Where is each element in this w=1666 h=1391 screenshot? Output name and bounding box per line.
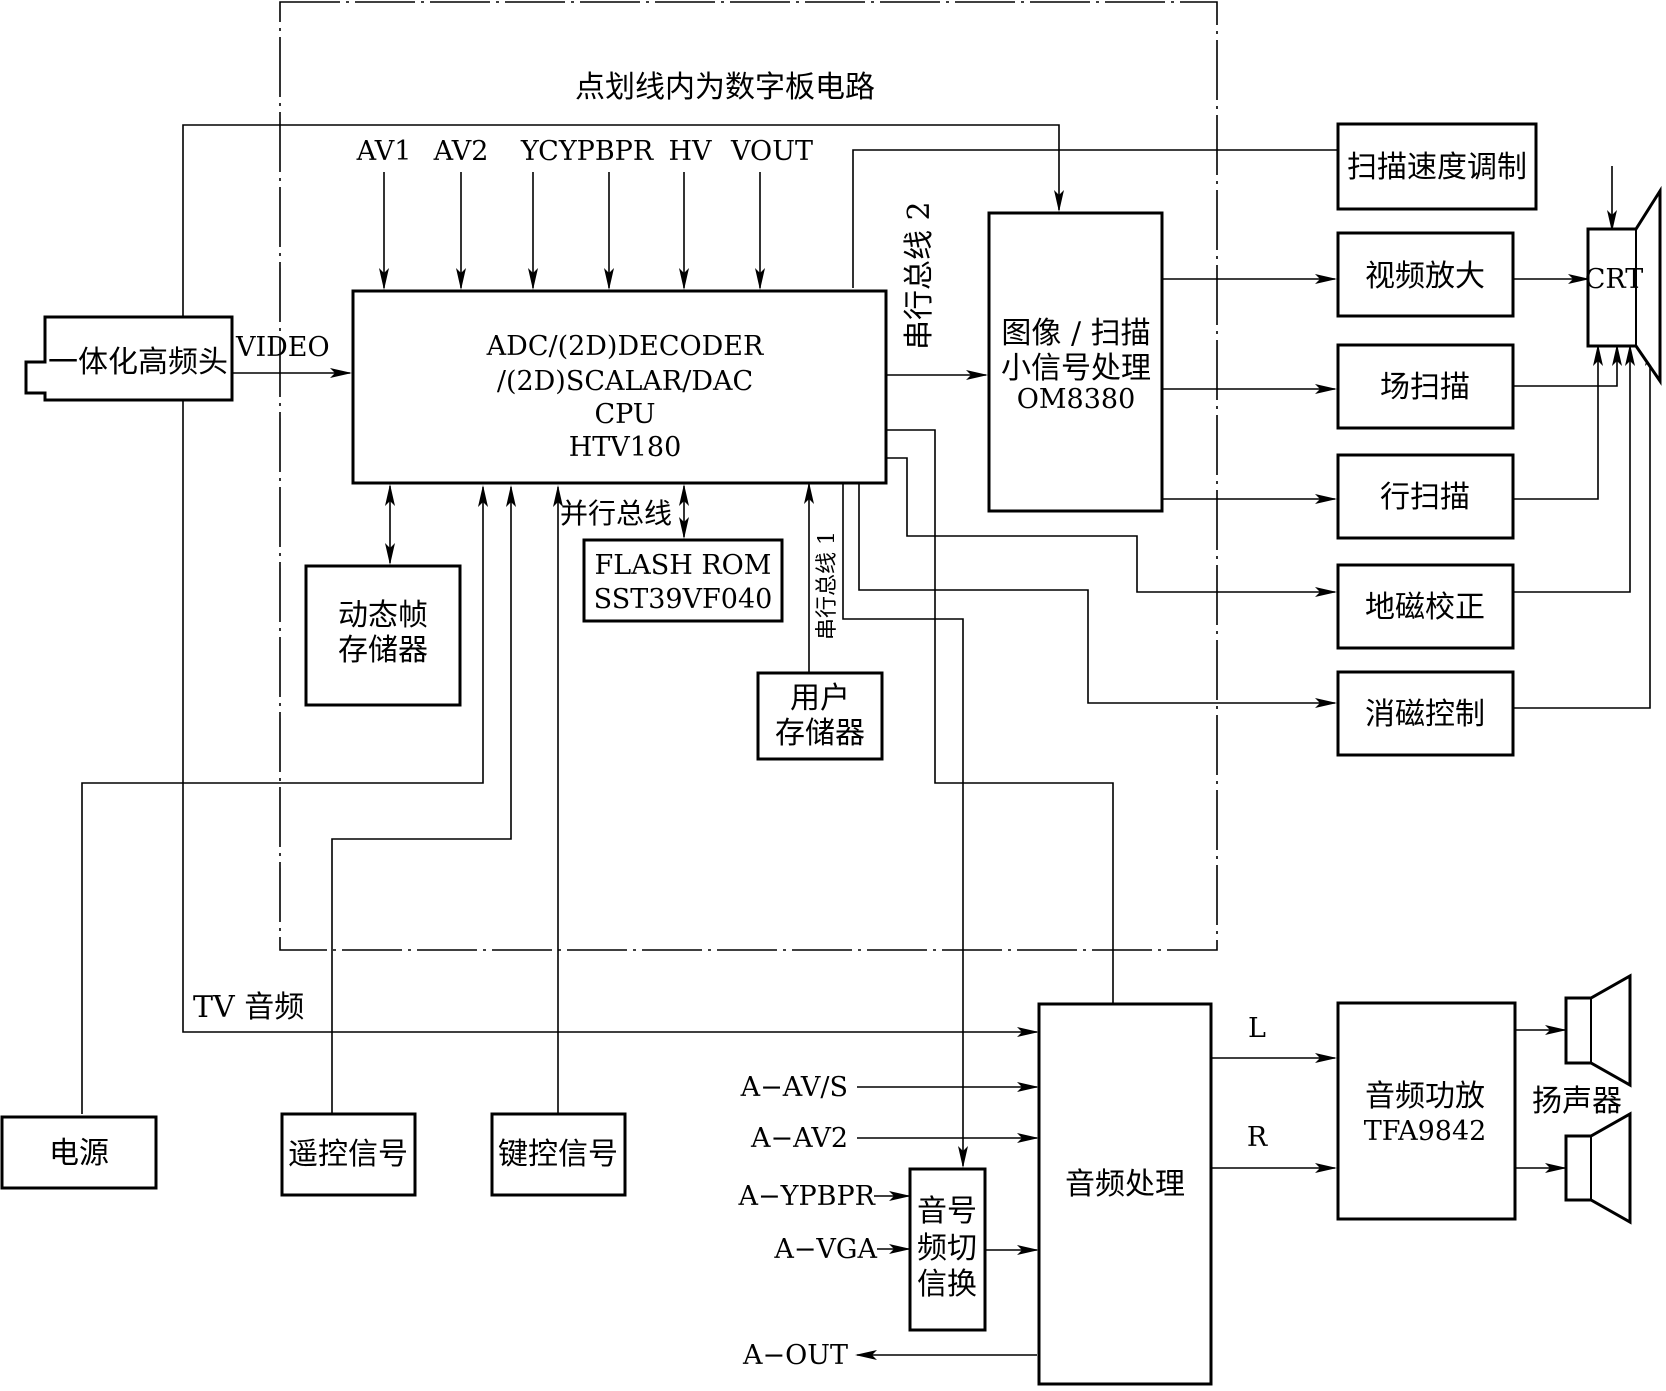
user-memory-line-2: 存储器 bbox=[775, 716, 865, 751]
audio-amp-line-2: TFA9842 bbox=[1364, 1116, 1487, 1147]
audio-proc-block: 音频处理 bbox=[1037, 1002, 1213, 1386]
input-label-hv: HV bbox=[668, 136, 712, 167]
audio-switch-line-3: 信换 bbox=[917, 1267, 977, 1302]
speaker-icon bbox=[1564, 1111, 1632, 1225]
a-vga-label: A−VGA bbox=[773, 1234, 877, 1265]
audio-amp-block: 音频功放 TFA9842 bbox=[1336, 1001, 1517, 1221]
main-chip-line-4: HTV180 bbox=[569, 432, 682, 463]
user-memory-line-1: 用户 bbox=[790, 681, 850, 716]
video-label: VIDEO bbox=[235, 332, 330, 363]
audio-amp-line-1: 音频功放 bbox=[1365, 1079, 1485, 1114]
speaker-icon bbox=[1564, 973, 1632, 1088]
tuner-label: 一体化高频头 bbox=[48, 345, 228, 380]
tuner-block: 一体化高频头 bbox=[24, 315, 234, 402]
frame-memory-block: 动态帧 存储器 bbox=[304, 564, 462, 707]
power-block: 电源 bbox=[0, 1115, 158, 1190]
svm-block: 扫描速度调制 bbox=[1336, 122, 1538, 211]
crt-block: CRT bbox=[1585, 185, 1662, 386]
main-chip-block: ADC/(2D)DECODER /(2D)SCALAR/DAC CPU HTV1… bbox=[351, 289, 888, 485]
main-chip-line-2: /(2D)SCALAR/DAC bbox=[497, 366, 753, 397]
power-label: 电源 bbox=[49, 1136, 109, 1171]
video-amp-label: 视频放大 bbox=[1365, 259, 1485, 294]
right-channel-label: R bbox=[1247, 1122, 1268, 1153]
input-label-av1: AV1 bbox=[356, 136, 412, 167]
parallel-bus-label: 并行总线 bbox=[560, 497, 672, 530]
input-label-av2: AV2 bbox=[433, 136, 489, 167]
geo-correct-label: 地磁校正 bbox=[1365, 590, 1485, 625]
digital-board-boundary bbox=[279, 1, 1218, 951]
a-out-label: A−OUT bbox=[742, 1340, 848, 1371]
serial-bus-1-label: 串行总线 1 bbox=[815, 531, 840, 640]
v-scan-block: 场扫描 bbox=[1336, 343, 1515, 430]
flash-rom-line-1: FLASH ROM bbox=[595, 550, 772, 581]
input-label-ycypbpr: YCYPBPR bbox=[520, 136, 654, 167]
image-processor-line-1: 图像 / 扫描 bbox=[1001, 316, 1150, 351]
keypad-label: 键控信号 bbox=[498, 1137, 618, 1172]
main-chip-line-3: CPU bbox=[594, 399, 655, 430]
a-av-s-label: A−AV/S bbox=[740, 1072, 848, 1103]
v-scan-label: 场扫描 bbox=[1380, 370, 1470, 405]
input-label-vout: VOUT bbox=[730, 136, 813, 167]
frame-memory-line-2: 存储器 bbox=[338, 633, 428, 668]
degauss-label: 消磁控制 bbox=[1365, 697, 1485, 732]
flash-rom-block: FLASH ROM SST39VF040 bbox=[582, 538, 784, 623]
image-processor-line-2: 小信号处理 bbox=[1001, 351, 1151, 386]
remote-label: 遥控信号 bbox=[288, 1137, 408, 1172]
image-processor-line-3: OM8380 bbox=[1017, 384, 1136, 415]
frame-memory-line-1: 动态帧 bbox=[338, 598, 428, 633]
audio-proc-label: 音频处理 bbox=[1065, 1167, 1185, 1202]
remote-block: 遥控信号 bbox=[280, 1112, 417, 1197]
h-scan-label: 行扫描 bbox=[1380, 480, 1470, 515]
tv-audio-label: TV 音频 bbox=[193, 990, 304, 1025]
geo-correct-block: 地磁校正 bbox=[1336, 563, 1515, 650]
audio-switch-block: 音号 频切 信换 bbox=[908, 1167, 987, 1332]
degauss-block: 消磁控制 bbox=[1336, 670, 1515, 757]
serial-bus-2-label: 串行总线 2 bbox=[902, 201, 937, 350]
svm-label: 扫描速度调制 bbox=[1347, 150, 1527, 185]
main-chip-line-1: ADC/(2D)DECODER bbox=[486, 331, 764, 362]
user-memory-block: 用户 存储器 bbox=[756, 671, 884, 761]
keypad-block: 键控信号 bbox=[490, 1112, 627, 1197]
speaker-label: 扬声器 bbox=[1532, 1084, 1622, 1119]
audio-switch-line-1: 音号 bbox=[917, 1194, 977, 1229]
h-scan-block: 行扫描 bbox=[1336, 453, 1515, 540]
a-ypbpr-label: A−YPBPR bbox=[738, 1181, 876, 1212]
video-amp-block: 视频放大 bbox=[1336, 231, 1515, 318]
connections bbox=[81, 124, 1655, 1360]
left-channel-label: L bbox=[1248, 1013, 1266, 1044]
flash-rom-line-2: SST39VF040 bbox=[594, 584, 773, 615]
a-av2-label: A−AV2 bbox=[750, 1123, 848, 1154]
image-processor-block: 图像 / 扫描 小信号处理 OM8380 bbox=[987, 211, 1164, 513]
digital-board-note: 点划线内为数字板电路 bbox=[575, 70, 875, 105]
crt-label: CRT bbox=[1585, 264, 1644, 295]
audio-switch-line-2: 频切 bbox=[917, 1231, 977, 1266]
